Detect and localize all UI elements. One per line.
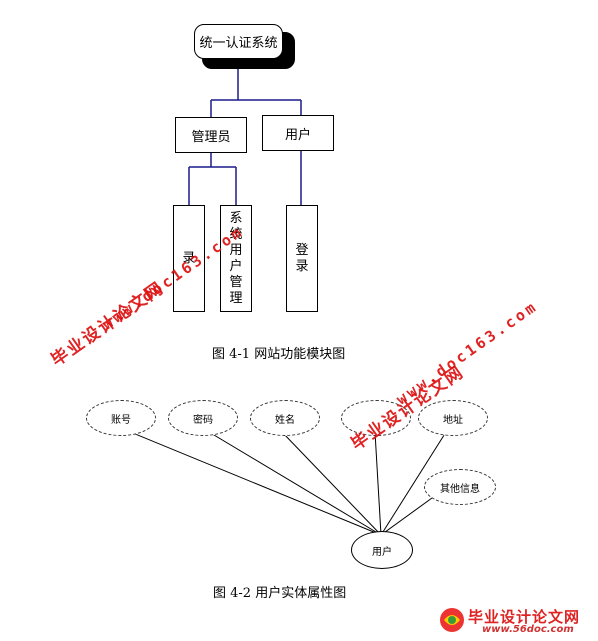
user-entity-label: 用户 [372,546,392,558]
attribute-password-label: 密码 [193,414,213,426]
attribute-name: 姓名 [250,400,320,436]
line-to-attr-4 [374,431,382,536]
attribute-other-info-label: 其他信息 [440,483,480,495]
admin-child-2-label: 系统用户管理 [229,210,243,306]
attribute-password: 密码 [168,400,238,436]
attribute-account: 账号 [86,400,156,436]
attribute-name-label: 姓名 [275,414,295,426]
figure-4-2-caption: 图 4-2 用户实体属性图 [213,586,347,601]
admin-node: 管理员 [175,117,247,153]
login-node: 登录 [286,205,318,312]
admin-child-1: 录 [173,205,205,312]
root-node: 统一认证系统 [194,24,283,59]
attribute-account-label: 账号 [111,414,131,426]
admin-child-2: 系统用户管理 [220,205,252,312]
attribute-address-label: 地址 [443,414,463,426]
watermark-bottom-url: www.56doc.com [482,624,574,635]
line-to-address [380,431,447,536]
user-node-label: 用户 [284,127,311,143]
attribute-4 [341,400,411,436]
attribute-other-info: 其他信息 [424,469,496,505]
line-to-name [281,431,382,536]
admin-node-label: 管理员 [191,129,231,145]
figure-4-1-caption: 图 4-1 网站功能模块图 [212,347,346,362]
attribute-address: 地址 [418,400,488,436]
line-to-account [122,428,382,536]
site-logo-icon [440,608,464,632]
watermark-bottom-cn: 毕业设计论文网 [468,608,581,626]
admin-child-1-label: 录 [182,250,196,266]
line-to-other-info [380,497,433,536]
user-node: 用户 [262,115,334,151]
root-node-label: 统一认证系统 [199,36,278,51]
login-node-label: 登录 [295,242,309,274]
user-entity: 用户 [351,531,413,569]
line-to-password [208,431,382,536]
